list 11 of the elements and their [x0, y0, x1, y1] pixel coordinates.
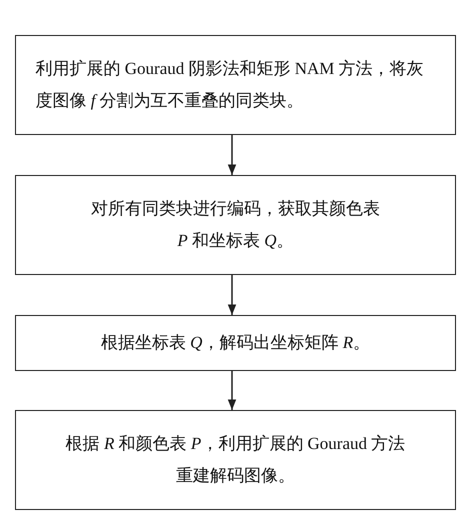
step-text: 对所有同类块进行编码，获取其颜色表 P 和坐标表 Q。 [90, 198, 381, 252]
process-box [15, 35, 456, 135]
arrow [228, 371, 236, 410]
step-text: 利用扩展的 Gouraud 阴影法和矩形 NAM 方法，将灰度图像 f 分割为互不重叠的同类块。 [36, 58, 425, 112]
process-box [15, 175, 456, 275]
step-text: 根据坐标表 Q，解码出坐标矩阵 R。 [100, 332, 370, 354]
arrow [228, 135, 236, 175]
process-box [15, 315, 456, 371]
arrow [228, 275, 236, 315]
process-box [15, 410, 456, 510]
step-text: 根据 R 和颜色表 P，利用扩展的 Gouraud 方法重建解码图像。 [66, 432, 406, 487]
